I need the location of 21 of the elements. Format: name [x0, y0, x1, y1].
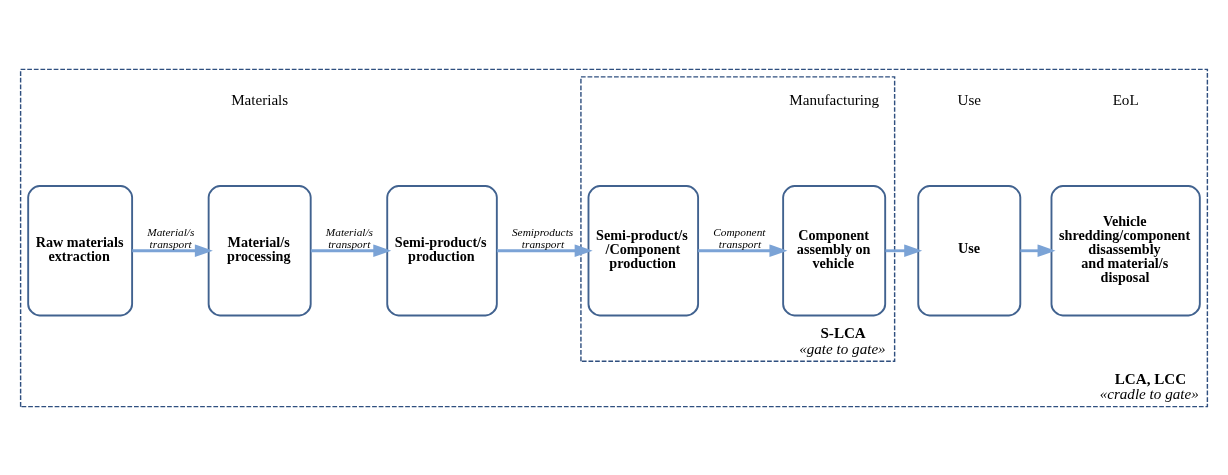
- label: EoL: [1112, 91, 1139, 108]
- node-box: Semi-product/s /Component production: [587, 184, 700, 316]
- node-box: Use: [917, 184, 1022, 316]
- arrow: [496, 243, 593, 257]
- arrow: [132, 243, 213, 257]
- label: Materials: [231, 91, 289, 108]
- node-box: Material/s processing: [207, 184, 312, 316]
- node-box: Component assembly on vehicle: [782, 184, 887, 316]
- node-box: Semi-product/s production: [386, 184, 498, 316]
- arrow: [698, 243, 788, 257]
- label: Manufacturing: [789, 91, 880, 108]
- edge-label: Material/s transport: [325, 225, 374, 250]
- arrow: [885, 243, 923, 257]
- label: Use: [957, 91, 982, 108]
- edge-label: Semiproducts transport: [511, 225, 574, 250]
- edge-label: Component transport: [713, 225, 766, 250]
- arrow: [1020, 243, 1056, 257]
- node-box: Raw materials extraction: [27, 184, 134, 316]
- node-box: Vehicle shredding/component disassembly and material/s disposal: [1050, 184, 1201, 316]
- arrow: [310, 243, 392, 257]
- edge-label: Material/s transport: [147, 225, 195, 250]
